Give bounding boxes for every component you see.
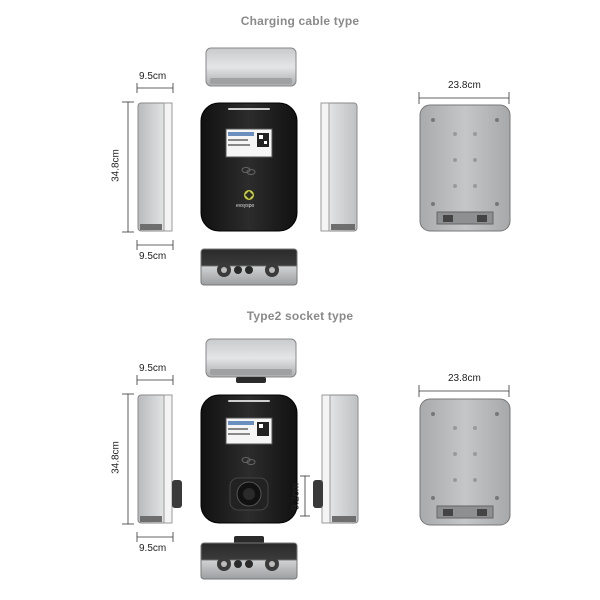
dim-line-socket-height [300, 475, 310, 517]
bottom-view-socket [200, 536, 298, 580]
front-logo-text: evsyspo [236, 203, 255, 209]
dim-socket-height: 9.2cm [290, 482, 302, 511]
section-title-cable: Charging cable type [240, 14, 360, 28]
dim-line-back-width-2 [418, 385, 510, 397]
dim-line-depth-top [136, 83, 174, 93]
dim-depth-top-2: 9.5cm [139, 363, 167, 374]
dim-line-height-2 [122, 393, 134, 525]
back-view-cable [419, 104, 511, 232]
dim-line-depth-bottom [136, 240, 174, 250]
dim-back-width: 23.8cm [448, 80, 481, 91]
left-side-view-cable [137, 102, 173, 232]
bottom-view-cable [200, 248, 298, 286]
dim-depth-top: 9.5cm [139, 71, 167, 82]
front-view-socket [200, 394, 298, 524]
right-side-view-socket [313, 394, 359, 524]
dim-line-depth-top-2 [136, 375, 174, 385]
right-side-view-cable [320, 102, 358, 232]
dim-line-depth-bottom-2 [136, 532, 174, 542]
dim-height: 34.8cm [110, 149, 122, 182]
dim-line-height [122, 101, 134, 233]
top-view-socket [205, 338, 297, 383]
dim-depth-bottom-2: 9.5cm [139, 543, 167, 554]
dim-depth-bottom: 9.5cm [139, 251, 167, 262]
top-view-cable [205, 47, 297, 87]
dim-back-width-2: 23.8cm [448, 373, 481, 384]
dim-line-back-width [418, 92, 510, 104]
dim-height-2: 34.8cm [110, 441, 122, 474]
front-view-cable [200, 102, 298, 232]
left-side-view-socket [137, 394, 182, 524]
back-view-socket [419, 398, 511, 526]
section-title-socket: Type2 socket type [246, 309, 354, 323]
